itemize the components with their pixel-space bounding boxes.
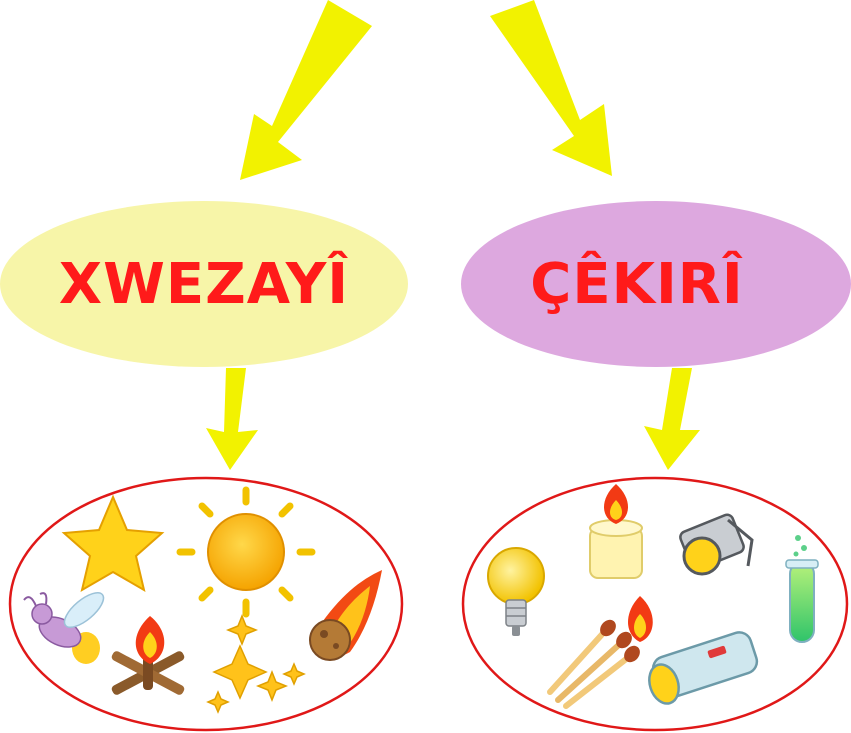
- spotlight-icon: [679, 513, 754, 576]
- flashlight-icon: [648, 631, 759, 705]
- campfire-icon: [111, 616, 185, 695]
- sun-icon: [176, 486, 316, 618]
- sparkles-icon: [206, 613, 306, 714]
- category-artificial-ellipse: [461, 201, 851, 367]
- arrow-down-left: [206, 368, 258, 470]
- category-natural-label: XWEZAYÎ: [59, 251, 349, 317]
- firefly-icon: [23, 592, 105, 664]
- meteor-icon: [309, 570, 382, 661]
- category-natural: XWEZAYÎ: [0, 201, 408, 367]
- arrow-down-right: [644, 368, 700, 470]
- test-tube-icon: [785, 535, 819, 643]
- category-artificial: ÇÊKIRÎ: [461, 201, 851, 367]
- light-bulb-icon: [487, 547, 545, 636]
- star-icon: [61, 494, 165, 593]
- arrow-down-left-shape: [206, 368, 258, 470]
- arrow-down-right-shape: [644, 368, 700, 470]
- arrow-top-left: [240, 0, 372, 180]
- arrow-top-right: [490, 0, 612, 176]
- arrow-top-left-shape: [240, 0, 372, 180]
- category-artificial-label: ÇÊKIRÎ: [530, 251, 744, 317]
- category-natural-ellipse: [0, 201, 408, 367]
- matches-icon: [547, 596, 653, 709]
- candle-icon: [589, 484, 643, 579]
- arrow-top-right-shape: [490, 0, 612, 176]
